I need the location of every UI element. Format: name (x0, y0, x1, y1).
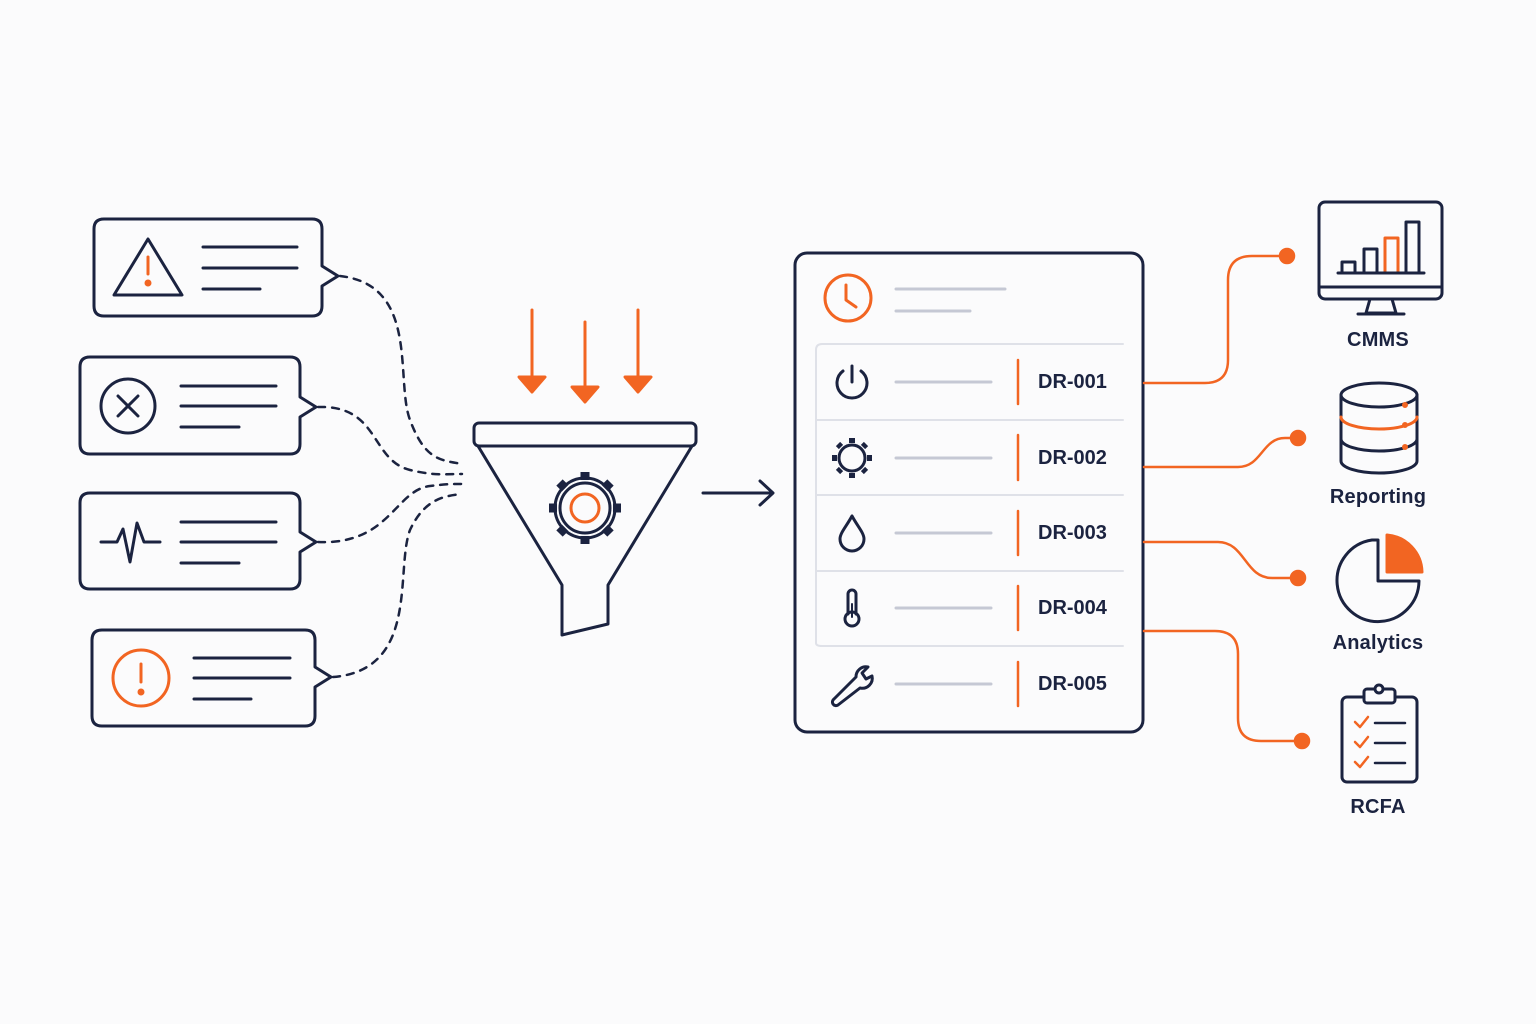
record-code: DR-003 (1038, 522, 1107, 544)
gear-icon (549, 472, 621, 544)
record-code: DR-004 (1038, 597, 1107, 619)
record-code: DR-001 (1038, 371, 1107, 393)
pie-chart-icon (1335, 533, 1424, 624)
record-code: DR-005 (1038, 673, 1107, 695)
destination-label-rcfa: RCFA (1350, 796, 1406, 818)
record-row (832, 433, 1020, 482)
drop-icon (838, 514, 866, 553)
destination-label-analytics: Analytics (1332, 632, 1424, 654)
records-panel (793, 251, 1145, 734)
text-lines (179, 384, 278, 429)
clipboard-checklist-icon (1340, 683, 1419, 784)
warning-triangle-icon (112, 237, 184, 297)
record-row (830, 660, 1020, 708)
destination-connectors (1142, 247, 1311, 750)
source-connectors (316, 274, 464, 679)
alert-circle-icon (111, 648, 171, 708)
power-icon (835, 364, 869, 400)
source-card-error (78, 355, 318, 456)
output-arrow (701, 479, 775, 507)
destination-label-reporting: Reporting (1329, 486, 1427, 508)
funnel-gear-icon (472, 421, 698, 637)
thermometer-icon (843, 588, 861, 628)
gear-icon (832, 438, 872, 478)
destination-label-cmms: CMMS (1347, 329, 1409, 351)
record-row (843, 584, 1020, 632)
pulse-wave-icon (99, 521, 162, 564)
record-code: DR-002 (1038, 447, 1107, 469)
input-arrows (517, 308, 653, 404)
database-icon (1339, 381, 1419, 475)
monitor-bar-chart-icon (1317, 200, 1444, 316)
source-card-alert (90, 628, 333, 728)
text-lines (192, 656, 292, 701)
record-row (838, 509, 1020, 557)
record-row (835, 358, 1020, 406)
source-card-warning (92, 217, 340, 318)
wrench-icon (830, 665, 874, 708)
error-x-circle-icon (99, 377, 157, 435)
text-lines (201, 245, 299, 291)
source-card-pulse (78, 491, 318, 591)
text-lines (179, 520, 278, 565)
clock-icon (823, 273, 873, 323)
